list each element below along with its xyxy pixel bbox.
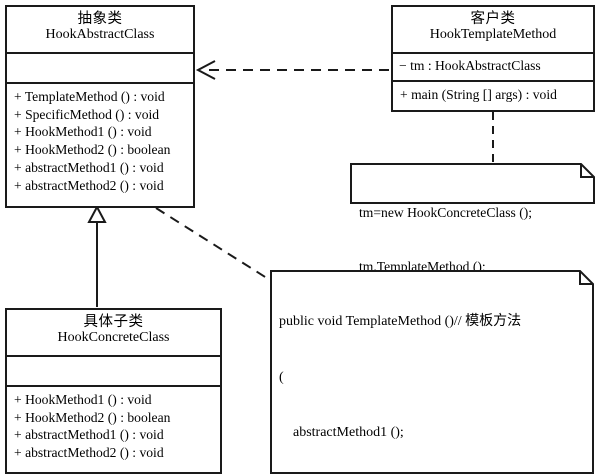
class-name-client: HookTemplateMethod	[429, 27, 557, 43]
class-box-abstract[interactable]: 抽象类 HookAbstractClass + TemplateMethod (…	[5, 5, 195, 208]
class-attributes-client: − tm : HookAbstractClass	[393, 54, 593, 82]
attribute-row: − tm : HookAbstractClass	[399, 58, 541, 73]
code-line: abstractMethod1 ();	[279, 425, 404, 441]
class-box-concrete[interactable]: 具体子类 HookConcreteClass + HookMethod1 () …	[5, 308, 222, 474]
class-attributes-abstract	[7, 54, 193, 84]
operation-row: + HookMethod2 () : boolean	[14, 142, 171, 158]
operation-row: + abstractMethod1 () : void	[14, 159, 164, 175]
class-name-concrete: HookConcreteClass	[57, 330, 170, 346]
note-shape	[270, 270, 594, 474]
class-header-client: 客户类 HookTemplateMethod	[393, 7, 593, 54]
class-operations-client: + main (String [] args) : void	[393, 82, 593, 110]
code-line: public void TemplateMethod ()// 模板方法	[279, 314, 522, 330]
class-stereotype-abstract: 抽象类	[77, 11, 123, 27]
operation-row: + HookMethod1 () : void	[14, 392, 152, 407]
dependency-client-to-abstract	[195, 60, 389, 80]
class-stereotype-concrete: 具体子类	[83, 314, 144, 330]
operation-row: + abstractMethod2 () : void	[14, 177, 164, 193]
class-header-concrete: 具体子类 HookConcreteClass	[7, 310, 220, 357]
class-box-client[interactable]: 客户类 HookTemplateMethod − tm : HookAbstra…	[391, 5, 595, 112]
code-line: (	[279, 369, 284, 385]
operation-row: + SpecificMethod () : void	[14, 106, 160, 122]
operation-row: + abstractMethod1 () : void	[14, 427, 164, 443]
operation-row: + abstractMethod2 () : void	[14, 445, 164, 461]
class-name-abstract: HookAbstractClass	[45, 27, 155, 43]
operation-row: + HookMethod2 () : boolean	[14, 409, 171, 425]
class-operations-abstract: + TemplateMethod () : void + SpecificMet…	[7, 84, 193, 206]
note-line: tm=new HookConcreteClass ();	[359, 205, 533, 221]
operation-row: + main (String [] args) : void	[400, 87, 557, 102]
operation-row: + TemplateMethod () : void	[14, 89, 165, 104]
operation-row: + HookMethod1 () : void	[14, 124, 152, 140]
note-shape	[350, 163, 595, 204]
class-attributes-concrete	[7, 357, 220, 387]
class-header-abstract: 抽象类 HookAbstractClass	[7, 7, 193, 54]
generalization-concrete-to-abstract	[87, 204, 107, 307]
anchor-abstract-to-note	[155, 207, 282, 288]
class-operations-concrete: + HookMethod1 () : void + HookMethod2 ()…	[7, 387, 220, 472]
class-stereotype-client: 客户类	[470, 11, 516, 27]
note-template-method-code-text: public void TemplateMethod ()// 模板方法 ( a…	[270, 270, 594, 476]
note-template-method-code[interactable]: public void TemplateMethod ()// 模板方法 ( a…	[270, 270, 594, 474]
note-client-code[interactable]: tm=new HookConcreteClass (); tm.Template…	[350, 163, 595, 274]
